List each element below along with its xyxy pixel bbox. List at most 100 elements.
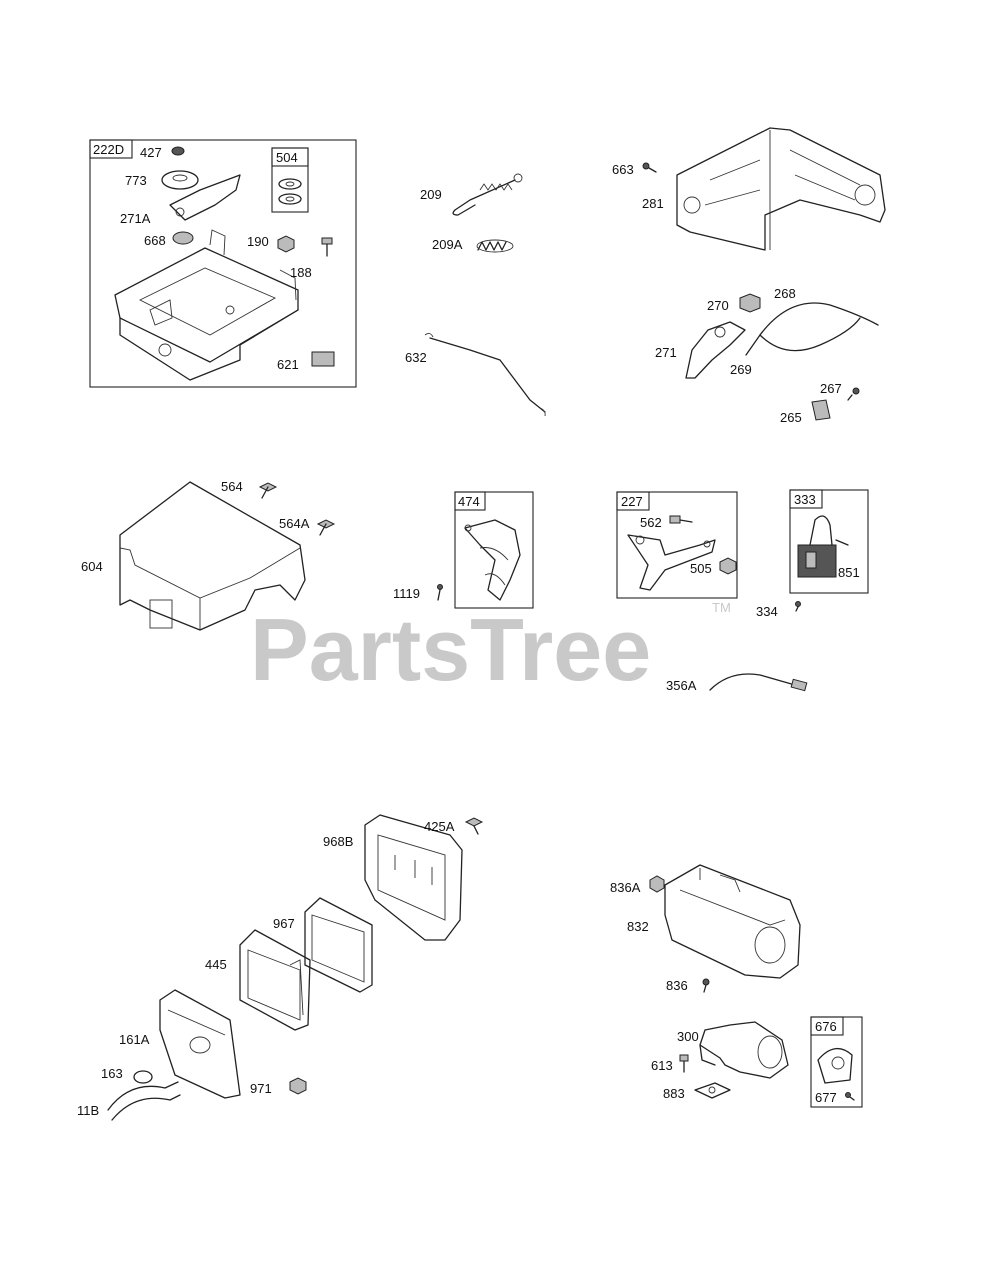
callout-663[interactable]: 663 — [612, 162, 634, 177]
callout-190[interactable]: 190 — [247, 234, 269, 249]
callout-971[interactable]: 971 — [250, 1081, 272, 1096]
callout-300[interactable]: 300 — [677, 1029, 699, 1044]
part-bolt-971 — [289, 1077, 307, 1095]
callout-270[interactable]: 270 — [707, 298, 729, 313]
part-guard-676 — [817, 1048, 853, 1084]
part-bracket-271a — [169, 174, 241, 221]
callout-271a[interactable]: 271A — [120, 211, 151, 226]
part-bracket-227 — [627, 534, 716, 591]
part-clamp-163 — [133, 1070, 153, 1084]
part-bushing-668 — [172, 231, 194, 245]
box-label-222d[interactable]: 222D — [93, 142, 124, 157]
part-nut-427 — [171, 146, 185, 156]
callout-271[interactable]: 271 — [655, 345, 677, 360]
group-frame-222d — [89, 139, 357, 388]
part-cover-968b — [364, 814, 463, 941]
part-bolt-836a — [649, 875, 665, 893]
callout-427[interactable]: 427 — [140, 145, 162, 160]
part-bolt-613 — [679, 1054, 689, 1073]
box-label-frame-227 — [616, 491, 650, 511]
box-label-474[interactable]: 474 — [458, 494, 480, 509]
callout-773[interactable]: 773 — [125, 173, 147, 188]
box-label-frame-504 — [271, 147, 309, 167]
callout-356a[interactable]: 356A — [666, 678, 697, 693]
part-base-161a — [159, 989, 241, 1099]
callout-668[interactable]: 668 — [144, 233, 166, 248]
callout-968b[interactable]: 968B — [323, 834, 353, 849]
part-base-plate — [114, 229, 299, 381]
callout-269[interactable]: 269 — [730, 362, 752, 377]
part-muffler-300 — [699, 1021, 789, 1079]
callout-832[interactable]: 832 — [627, 919, 649, 934]
part-tank-832 — [664, 864, 801, 979]
callout-564a[interactable]: 564A — [279, 516, 310, 531]
box-label-frame-676 — [810, 1016, 844, 1036]
part-cable-268 — [759, 302, 879, 352]
box-label-676[interactable]: 676 — [815, 1019, 837, 1034]
watermark-text: PartsTree — [250, 600, 651, 699]
callout-836[interactable]: 836 — [666, 978, 688, 993]
callout-209[interactable]: 209 — [420, 187, 442, 202]
part-wire-356a — [709, 673, 808, 692]
callout-209a[interactable]: 209A — [432, 237, 463, 252]
part-screw-267 — [847, 387, 860, 401]
part-bracket-281 — [676, 127, 886, 251]
callout-562[interactable]: 562 — [640, 515, 662, 530]
callout-677[interactable]: 677 — [815, 1090, 837, 1105]
callout-281[interactable]: 281 — [642, 196, 664, 211]
callout-163[interactable]: 163 — [101, 1066, 123, 1081]
part-clip-621 — [311, 351, 335, 367]
part-washer-504a — [278, 178, 302, 190]
part-screw-1119 — [437, 584, 443, 601]
callout-267[interactable]: 267 — [820, 381, 842, 396]
callout-621[interactable]: 621 — [277, 357, 299, 372]
part-screw-663 — [642, 162, 657, 173]
watermark-trademark: TM — [712, 600, 731, 615]
callout-604[interactable]: 604 — [81, 559, 103, 574]
part-gasket-967 — [304, 897, 373, 993]
group-frame-227 — [616, 491, 738, 599]
callout-505[interactable]: 505 — [690, 561, 712, 576]
part-nut-270 — [739, 293, 761, 313]
callout-445[interactable]: 445 — [205, 957, 227, 972]
box-label-333[interactable]: 333 — [794, 492, 816, 507]
box-label-227[interactable]: 227 — [621, 494, 643, 509]
part-gasket-883 — [694, 1082, 731, 1099]
part-bolt-564 — [258, 482, 278, 499]
part-nut-505 — [719, 557, 737, 575]
callout-425a[interactable]: 425A — [424, 819, 455, 834]
callout-334[interactable]: 334 — [756, 604, 778, 619]
part-screw-677 — [845, 1092, 855, 1101]
callout-632[interactable]: 632 — [405, 350, 427, 365]
group-frame-333 — [789, 489, 869, 594]
part-shroud-604 — [119, 481, 306, 631]
callout-1119[interactable]: 1119 — [393, 586, 420, 601]
part-nut-190 — [277, 235, 295, 253]
part-clip-265 — [811, 399, 831, 421]
callout-564[interactable]: 564 — [221, 479, 243, 494]
callout-836a[interactable]: 836A — [610, 880, 641, 895]
part-bolt-188 — [321, 237, 333, 257]
box-label-frame-333 — [789, 489, 823, 509]
callout-11b[interactable]: 11B — [77, 1103, 99, 1118]
callout-883[interactable]: 883 — [663, 1086, 685, 1101]
part-pulley-773 — [161, 170, 199, 190]
part-hose-11b — [107, 1081, 181, 1121]
callout-268[interactable]: 268 — [774, 286, 796, 301]
callout-967[interactable]: 967 — [273, 916, 295, 931]
part-washer-504b — [278, 193, 302, 205]
callout-265[interactable]: 265 — [780, 410, 802, 425]
part-spring-209a — [476, 239, 514, 253]
callout-851[interactable]: 851 — [838, 565, 860, 580]
part-bolt-425a — [464, 817, 484, 835]
callout-188[interactable]: 188 — [290, 265, 312, 280]
box-label-504[interactable]: 504 — [276, 150, 298, 165]
callout-161a[interactable]: 161A — [119, 1032, 150, 1047]
group-frame-474 — [454, 491, 534, 609]
part-bolt-564a — [316, 519, 336, 536]
callout-613[interactable]: 613 — [651, 1058, 673, 1073]
part-ignition-333 — [797, 515, 849, 578]
part-bolt-836 — [702, 978, 710, 993]
part-link-632 — [424, 332, 546, 417]
